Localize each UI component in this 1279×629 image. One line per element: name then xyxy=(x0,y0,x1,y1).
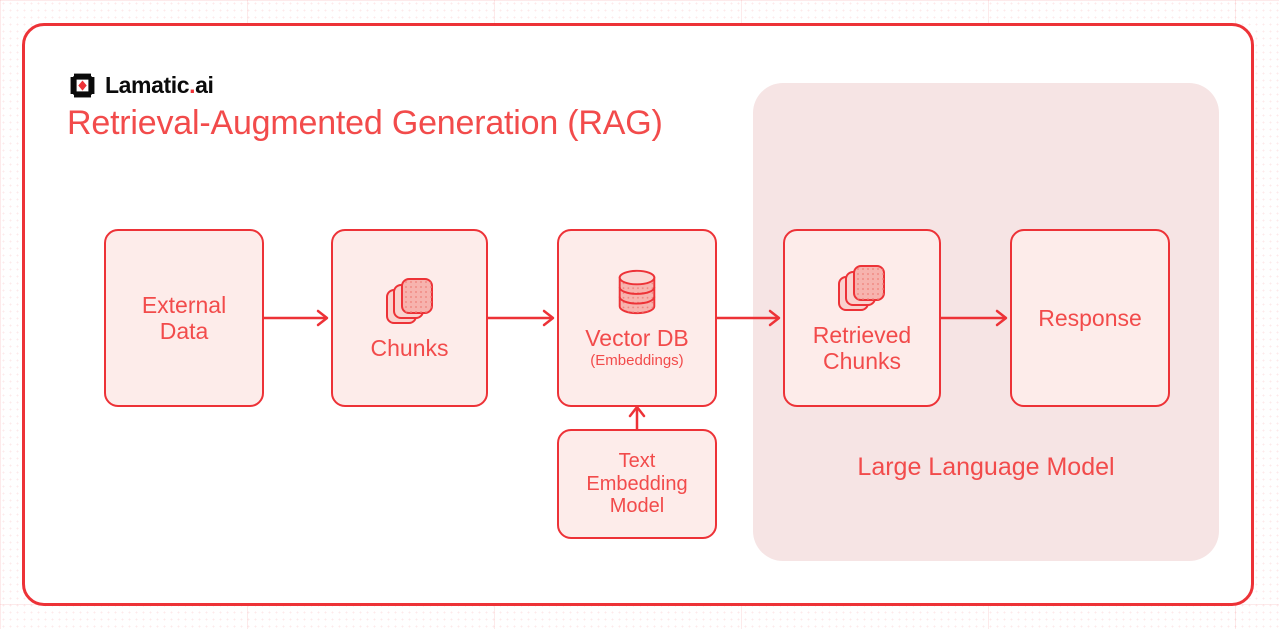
page-title: Retrieval-Augmented Generation (RAG) xyxy=(67,104,663,142)
node-text-embedding-model-line3: Model xyxy=(609,495,665,518)
node-text-embedding-model[interactable]: Text Embedding Model xyxy=(557,429,717,539)
stacked-cards-icon xyxy=(384,275,436,332)
stacked-cards-icon xyxy=(836,262,888,319)
brand-wordmark: Lamatic.ai xyxy=(105,74,214,97)
node-text-embedding-model-line1: Text xyxy=(618,449,656,472)
large-language-model-label: Large Language Model xyxy=(857,453,1115,481)
node-vector-db[interactable]: Vector DB (Embeddings) xyxy=(557,229,717,407)
node-external-data-line2: Data xyxy=(159,318,209,344)
edge-vector-db-to-retrieved-chunks xyxy=(717,309,781,327)
node-chunks-label: Chunks xyxy=(370,335,449,361)
edge-external-data-to-chunks xyxy=(264,309,329,327)
lamatic-logo-icon xyxy=(70,73,95,98)
connector-arrows xyxy=(264,309,1008,429)
brand-name-suffix: ai xyxy=(195,72,214,98)
node-retrieved-chunks[interactable]: Retrieved Chunks xyxy=(783,229,941,407)
node-vector-db-label: Vector DB xyxy=(585,324,689,351)
node-external-data-line1: External xyxy=(141,291,227,318)
node-response[interactable]: Response xyxy=(1010,229,1170,407)
node-retrieved-chunks-line2: Chunks xyxy=(823,348,901,375)
brand-name-dot: . xyxy=(189,72,196,98)
node-external-data[interactable]: External Data xyxy=(104,229,264,407)
brand-logo: Lamatic.ai xyxy=(69,72,214,99)
node-response-label: Response xyxy=(1038,304,1142,331)
brand-name-main: Lamatic xyxy=(105,72,190,98)
node-vector-db-sublabel: (Embeddings) xyxy=(590,352,684,370)
node-retrieved-chunks-line1: Retrieved xyxy=(812,321,912,348)
database-cylinder-icon xyxy=(612,267,662,322)
edge-text-embedding-model-to-vector-db xyxy=(628,405,646,429)
edge-retrieved-chunks-to-response xyxy=(941,309,1008,327)
edge-chunks-to-vector-db xyxy=(488,309,555,327)
diagram-card-frame: Lamatic.ai Retrieval-Augmented Generatio… xyxy=(22,23,1254,606)
node-text-embedding-model-line2: Embedding xyxy=(586,472,688,495)
node-chunks[interactable]: Chunks xyxy=(331,229,488,407)
